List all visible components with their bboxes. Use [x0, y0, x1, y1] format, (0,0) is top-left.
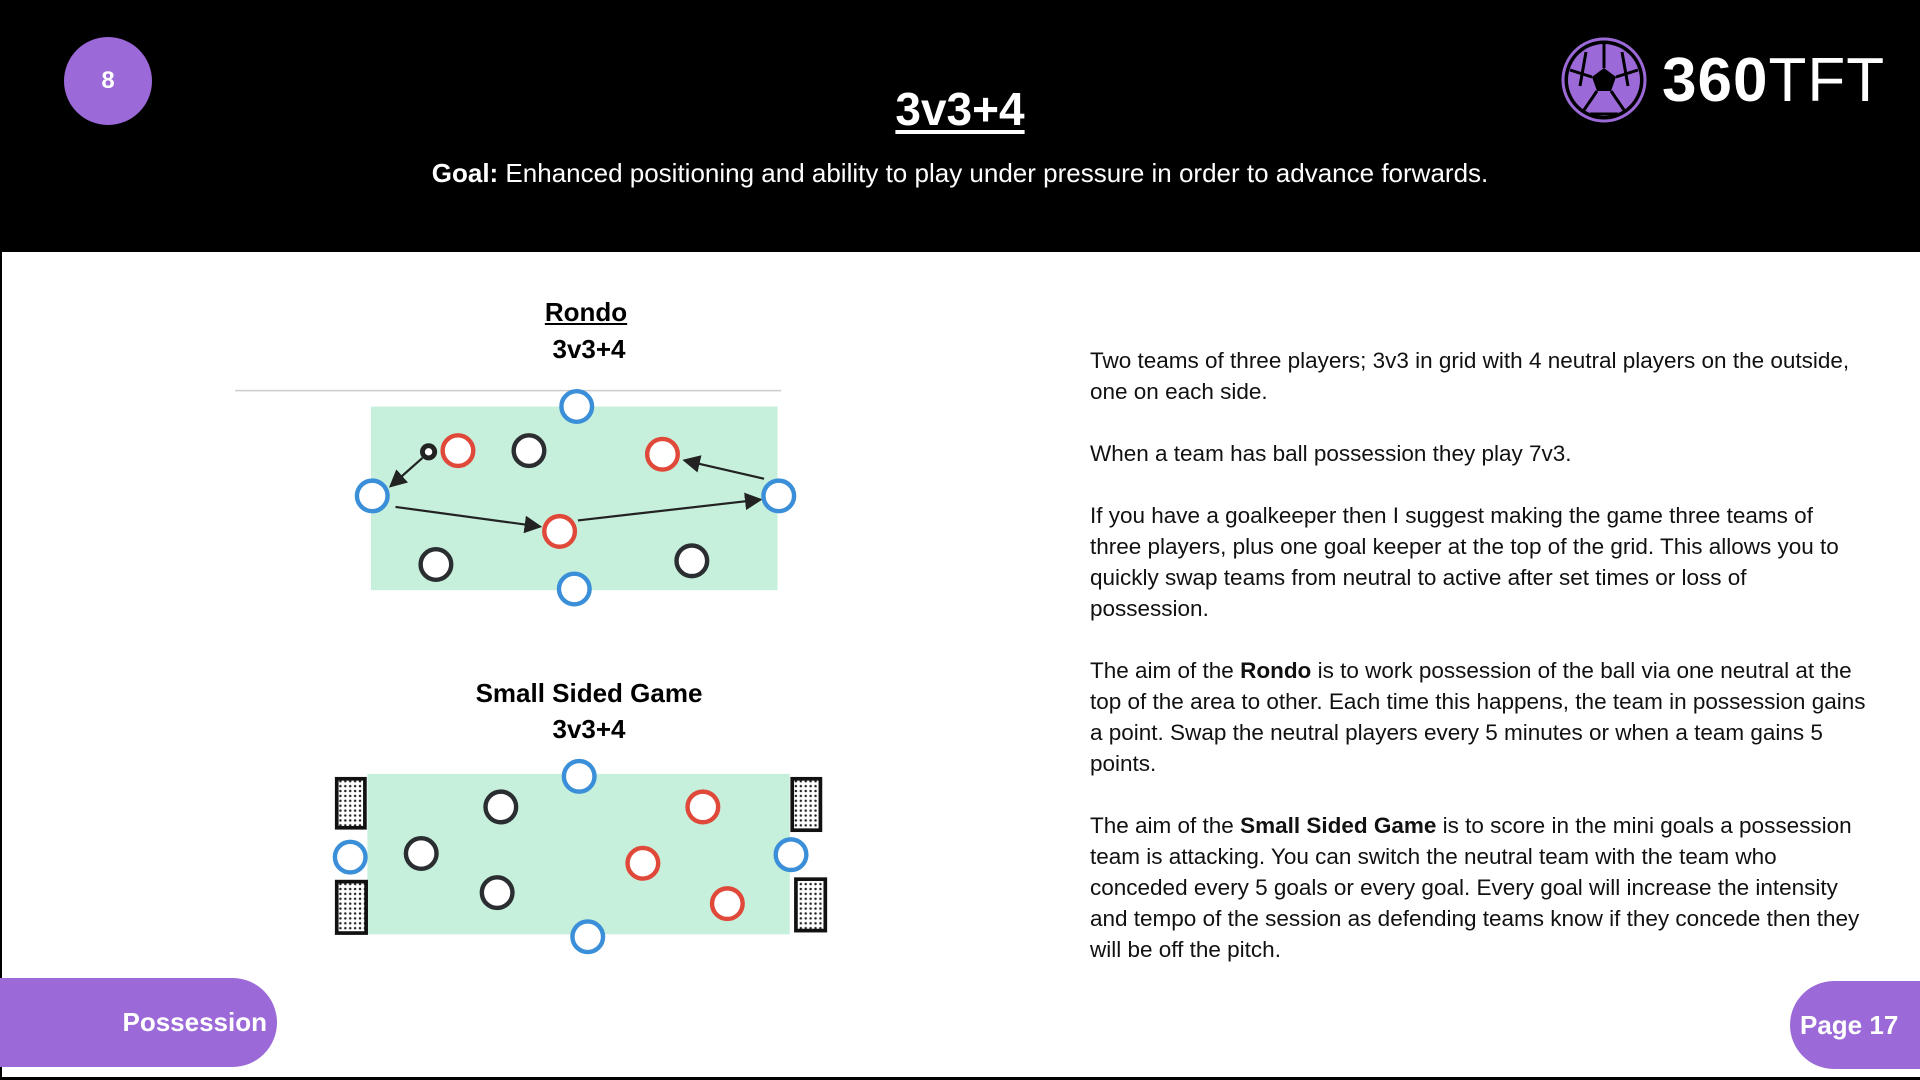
red-player — [685, 789, 721, 825]
mini-goal — [334, 776, 367, 830]
logo-text-light: TFT — [1768, 45, 1886, 115]
logo-text-bold: 360 — [1662, 45, 1769, 115]
black-player — [418, 546, 454, 582]
rondo-subtitle: 3v3+4 — [552, 334, 626, 364]
text-bold: Rondo — [1240, 658, 1312, 683]
ssg-diagram — [332, 758, 828, 955]
page-title: 3v3+4 — [895, 83, 1025, 135]
paragraph: The aim of the Small Sided Game is to sc… — [1090, 810, 1870, 965]
neutral-player — [561, 758, 597, 794]
neutral-player — [354, 478, 390, 514]
pass-arrows — [388, 455, 765, 534]
black-player — [483, 789, 519, 825]
red-player — [542, 513, 578, 549]
page-border-bottom — [0, 1077, 1920, 1080]
red-player — [709, 886, 745, 922]
text-bold: Small Sided Game — [1240, 813, 1437, 838]
text: The aim of the — [1090, 813, 1241, 838]
neutral-player — [332, 839, 368, 875]
session-number-badge: 8 — [64, 37, 152, 125]
text: is to score in the mini goals a possessi… — [1090, 813, 1860, 962]
rondo-title: Rondo — [544, 297, 628, 327]
black-player — [403, 835, 439, 871]
mini-goal — [334, 879, 368, 935]
neutral-player — [556, 571, 592, 607]
header — [0, 0, 1920, 252]
paragraph: When a team has ball possession they pla… — [1090, 441, 1572, 466]
section-label: Possession — [0, 978, 277, 1067]
paragraph: Two teams of three players; 3v3 in grid … — [1090, 348, 1850, 404]
goal-statement: Goal: Enhanced positioning and ability t… — [0, 158, 1920, 189]
goal-text: Enhanced positioning and ability to play… — [498, 158, 1489, 188]
text: The aim of the — [1090, 658, 1241, 683]
mini-goal — [794, 877, 828, 933]
neutral-player — [559, 389, 595, 425]
neutral-player — [773, 837, 809, 873]
red-player — [644, 436, 680, 472]
black-player — [511, 433, 547, 469]
red-player — [625, 845, 661, 881]
ssg-title: Small Sided Game — [475, 678, 703, 708]
logo-text: 360TFT — [1662, 45, 1885, 116]
neutral-player — [570, 919, 606, 955]
description: Two teams of three players; 3v3 in grid … — [1090, 345, 1870, 996]
red-player — [440, 433, 476, 469]
black-player — [479, 875, 515, 911]
paragraph: If you have a goalkeeper then I suggest … — [1090, 503, 1839, 621]
rondo-diagram — [354, 389, 797, 607]
text: is to work possession of the ball via on… — [1090, 658, 1866, 776]
paragraph: The aim of the Rondo is to work possessi… — [1090, 655, 1870, 779]
ssg-subtitle: 3v3+4 — [552, 714, 626, 744]
page-border-left — [0, 252, 2, 1080]
ball-icon — [420, 443, 438, 461]
neutral-player — [761, 478, 797, 514]
logo: 360TFT — [1560, 36, 1885, 124]
black-player — [674, 543, 710, 579]
page-number: Page 17 — [1790, 981, 1920, 1069]
goal-label: Goal: — [431, 158, 499, 188]
mini-goal — [790, 776, 823, 833]
soccer-ball-icon — [1561, 37, 1647, 123]
